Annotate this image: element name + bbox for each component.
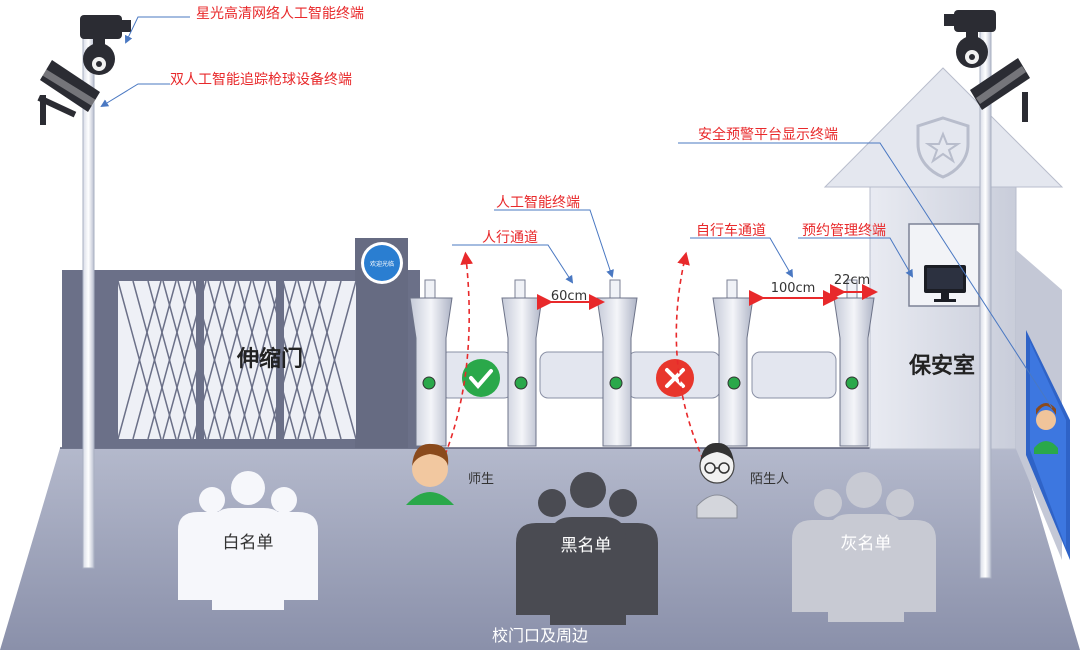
ptz-dome-camera-icon [944, 10, 996, 68]
whitelist-label: 白名单 [223, 533, 274, 553]
display-panel [1026, 330, 1070, 560]
bicycle-channel-label: 自行车通道 [696, 222, 766, 239]
blacklist-label: 黑名单 [561, 536, 612, 556]
denied-x-icon [656, 359, 694, 397]
gap-60-label: 60cm [551, 289, 587, 304]
dimension-arrows [537, 284, 878, 310]
gap-22-label: 22cm [834, 273, 870, 288]
welcome-sign-text: 欢迎光临 [370, 260, 394, 268]
teacher-path [444, 251, 474, 456]
stranger-label: 陌生人 [750, 472, 789, 487]
monitor-icon [924, 265, 966, 302]
turnstile-pillar [596, 279, 638, 447]
turnstile-pillar [712, 279, 754, 447]
turnstile-pillar [833, 279, 875, 447]
bullet-camera-icon [37, 60, 100, 125]
ai-terminal-label: 人工智能终端 [496, 195, 580, 211]
bullet-camera-icon [970, 58, 1030, 122]
turnstile-pillar [501, 279, 543, 447]
gap-100-label: 100cm [771, 281, 816, 296]
whitelist-group-icon [178, 471, 318, 610]
student-avatar-icon [406, 443, 454, 505]
guard-room-label: 保安室 [908, 353, 975, 379]
security-platform-label: 安全预警平台显示终端 [698, 126, 838, 143]
ground-caption: 校门口及周边 [492, 626, 588, 645]
leader-lines [100, 16, 1053, 409]
blacklist-group-icon [516, 472, 658, 625]
retractable-gate [62, 238, 420, 448]
greylist-group-icon [792, 472, 936, 622]
police-badge-icon [916, 116, 970, 179]
starlight-terminal-label: 星光高清网络人工智能终端 [196, 5, 364, 22]
turnstile-pillar [409, 279, 453, 447]
ptz-dome-camera-icon [80, 15, 131, 75]
stranger-avatar-icon [696, 442, 738, 519]
pedestrian-channel-label: 人行通道 [482, 230, 538, 246]
reservation-terminal-label: 预约管理终端 [802, 223, 886, 239]
allowed-check-icon [462, 359, 500, 397]
welcome-sign: 欢迎光临 [361, 242, 403, 284]
teacher-student-label: 师生 [468, 472, 494, 487]
retractable-gate-label: 伸缩门 [236, 346, 303, 372]
greylist-label: 灰名单 [841, 534, 892, 554]
dual-ai-terminal-label: 双人工智能追踪枪球设备终端 [170, 71, 352, 88]
